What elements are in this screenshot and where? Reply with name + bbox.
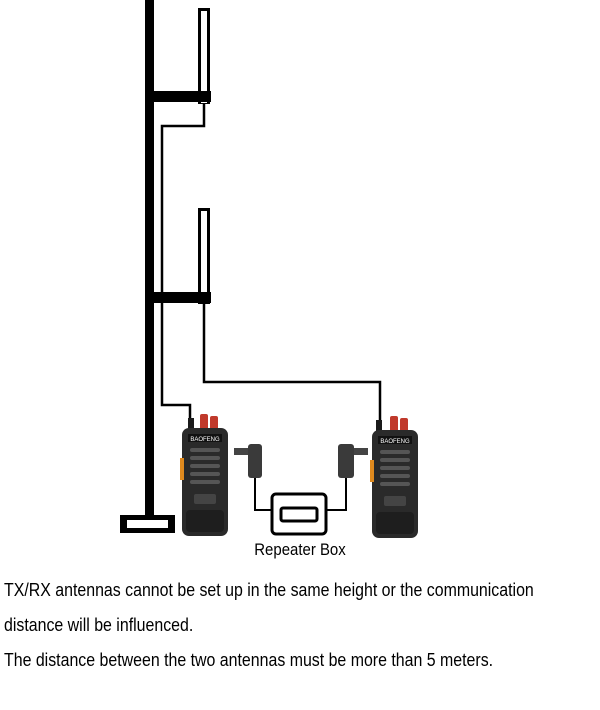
note-line-3: The distance between the two antennas mu…	[4, 649, 494, 670]
svg-text:BAOFENG: BAOFENG	[380, 439, 410, 445]
antenna-mast-icon	[120, 0, 175, 533]
note-line-2: distance will be influenced.	[4, 614, 194, 635]
repeater-box-label: Repeater Box	[254, 540, 346, 559]
repeater-setup-diagram: BAOFENG BAOFENG	[120, 0, 418, 538]
antenna-icon	[150, 208, 211, 304]
walkie-talkie-icon: BAOFENG	[370, 416, 418, 538]
left-plug-cable	[234, 444, 272, 511]
walkie-talkie-icon: BAOFENG	[180, 414, 228, 536]
lower-antenna-cable	[202, 304, 382, 422]
antenna-icon	[150, 8, 211, 104]
notes: TX/RX antennas cannot be set up in the s…	[4, 572, 600, 677]
note-line-1: TX/RX antennas cannot be set up in the s…	[4, 579, 534, 600]
repeater-box-icon	[270, 492, 328, 536]
upper-antenna-cable	[160, 104, 206, 420]
right-plug-cable	[326, 444, 368, 511]
svg-text:BAOFENG: BAOFENG	[190, 437, 220, 443]
